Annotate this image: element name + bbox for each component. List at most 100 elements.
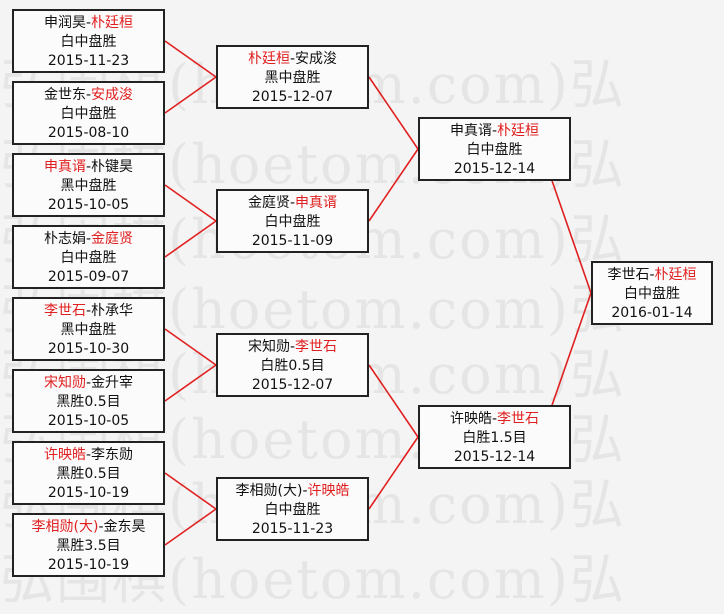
player-2: 金庭贤 — [91, 231, 134, 247]
match-players: 朴廷桓-安成浚 — [247, 51, 338, 67]
match-date: 2015-09-07 — [47, 269, 130, 285]
player-2: 申真谞 — [295, 195, 338, 211]
player-1: 李相勋(大) — [235, 483, 303, 499]
connector-line — [368, 76, 419, 150]
connector-line — [164, 472, 217, 510]
player-1: 宋知勋 — [247, 339, 290, 355]
player-2: 许映皓 — [307, 483, 350, 499]
match-date: 2015-10-19 — [47, 485, 130, 501]
match-players: 朴志娟-金庭贤 — [43, 231, 134, 247]
match-box: 金庭贤-申真谞 白中盘胜 2015-11-09 — [216, 189, 369, 253]
connector-line — [164, 76, 217, 114]
match-players: 宋知勋-李世石 — [247, 339, 338, 355]
bracket-canvas: 弘围棋(hoetom.com)弘 弘围棋(hoetom.com)弘 弘围棋(ho… — [0, 9, 713, 611]
match-box: 申真谞-朴廷桓 白中盘胜 2015-12-14 — [418, 117, 571, 181]
connector-line — [164, 184, 217, 222]
match-box: 金世东-安成浚 白中盘胜 2015-08-10 — [12, 81, 165, 145]
match-players: 许映皓-李东勋 — [43, 447, 134, 463]
connector-line — [164, 508, 217, 546]
match-players: 宋知勋-金升宰 — [43, 375, 134, 391]
match-date: 2015-12-07 — [251, 89, 334, 105]
match-box: 许映皓-李世石 白胜1.5目 2015-12-14 — [418, 405, 571, 469]
match-result: 黑中盘胜 — [264, 70, 321, 86]
match-result: 黑胜0.5目 — [56, 394, 121, 410]
match-date: 2015-08-10 — [47, 125, 130, 141]
match-players: 金庭贤-申真谞 — [247, 195, 338, 211]
player-1: 许映皓 — [449, 411, 492, 427]
match-date: 2015-10-30 — [47, 341, 130, 357]
player-2: 朴廷桓 — [654, 267, 697, 283]
player-2: 李东勋 — [91, 447, 134, 463]
player-1: 李世石 — [607, 267, 650, 283]
connector-line — [368, 364, 419, 438]
match-box: 宋知勋-李世石 白胜0.5目 2015-12-07 — [216, 333, 369, 397]
player-2: 金东昊 — [103, 519, 146, 535]
match-result: 黑胜0.5目 — [56, 466, 121, 482]
match-players: 李世石-朴承华 — [43, 303, 134, 319]
match-box: 申润昊-朴廷桓 白中盘胜 2015-11-23 — [12, 9, 165, 73]
match-result: 白胜1.5目 — [462, 430, 527, 446]
match-date: 2015-12-14 — [453, 449, 536, 465]
bracket-connectors — [164, 40, 592, 546]
match-box: 李相勋(大)-许映皓 白中盘胜 2015-11-23 — [216, 477, 369, 541]
match-players: 李相勋(大)-许映皓 — [235, 483, 350, 499]
match-date: 2015-10-19 — [47, 557, 130, 573]
player-2: 朴承华 — [91, 303, 134, 319]
match-box: 宋知勋-金升宰 黑胜0.5目 2015-10-05 — [12, 369, 165, 433]
player-1: 朴志娟 — [43, 231, 86, 247]
player-1: 金庭贤 — [247, 195, 290, 211]
match-result: 白中盘胜 — [466, 142, 523, 158]
connector-line — [164, 328, 217, 366]
match-box: 朴志娟-金庭贤 白中盘胜 2015-09-07 — [12, 225, 165, 289]
final-match-box: 李世石-朴廷桓 白中盘胜 2016-01-14 — [591, 261, 713, 325]
match-result: 白中盘胜 — [60, 34, 117, 50]
match-result: 白中盘胜 — [60, 250, 117, 266]
match-result: 白中盘胜 — [264, 502, 321, 518]
player-2: 朴廷桓 — [497, 123, 540, 139]
player-1: 金世东 — [43, 87, 86, 103]
match-players: 李相勋(大)-金东昊 — [31, 519, 146, 535]
connector-line — [164, 40, 217, 78]
match-players: 申真谞-朴键昊 — [43, 159, 134, 175]
match-date: 2015-11-09 — [251, 233, 334, 249]
match-result: 黑中盘胜 — [60, 178, 117, 194]
match-players: 李世石-朴廷桓 — [607, 267, 697, 283]
player-2: 李世石 — [295, 339, 338, 355]
match-date: 2015-11-23 — [47, 53, 130, 69]
player-2: 李世石 — [497, 411, 540, 427]
match-box: 李世石-朴承华 黑中盘胜 2015-10-30 — [12, 297, 165, 361]
connector-line — [368, 148, 419, 222]
match-result: 白中盘胜 — [624, 286, 680, 302]
match-players: 许映皓-李世石 — [449, 411, 540, 427]
player-1: 李相勋(大) — [31, 519, 99, 535]
match-players: 申润昊-朴廷桓 — [43, 15, 134, 31]
connector-line — [164, 364, 217, 402]
match-date: 2015-10-05 — [47, 413, 130, 429]
player-1: 申真谞 — [449, 123, 492, 139]
player-2: 安成浚 — [295, 51, 338, 67]
player-1: 朴廷桓 — [247, 51, 290, 67]
match-result: 白中盘胜 — [264, 214, 321, 230]
player-1: 申润昊 — [43, 15, 86, 31]
player-2: 朴键昊 — [91, 159, 134, 175]
connector-line — [164, 220, 217, 258]
match-date: 2015-10-05 — [47, 197, 130, 213]
match-box: 李相勋(大)-金东昊 黑胜3.5目 2015-10-19 — [12, 513, 165, 577]
player-1: 申真谞 — [43, 159, 86, 175]
match-players: 金世东-安成浚 — [43, 87, 134, 103]
player-1: 宋知勋 — [43, 375, 86, 391]
match-date: 2015-11-23 — [251, 521, 334, 537]
player-2: 金升宰 — [91, 375, 134, 391]
match-players: 申真谞-朴廷桓 — [449, 123, 540, 139]
match-box: 许映皓-李东勋 黑胜0.5目 2015-10-19 — [12, 441, 165, 505]
player-1: 李世石 — [43, 303, 86, 319]
connector-line — [368, 436, 419, 510]
match-result: 黑中盘胜 — [60, 322, 117, 338]
match-box: 朴廷桓-安成浚 黑中盘胜 2015-12-07 — [216, 45, 369, 109]
match-result: 白中盘胜 — [60, 106, 117, 122]
player-2: 安成浚 — [91, 87, 134, 103]
match-date: 2015-12-07 — [251, 377, 334, 393]
match-date: 2015-12-14 — [453, 161, 536, 177]
match-box: 申真谞-朴键昊 黑中盘胜 2015-10-05 — [12, 153, 165, 217]
match-result: 白胜0.5目 — [260, 358, 325, 374]
